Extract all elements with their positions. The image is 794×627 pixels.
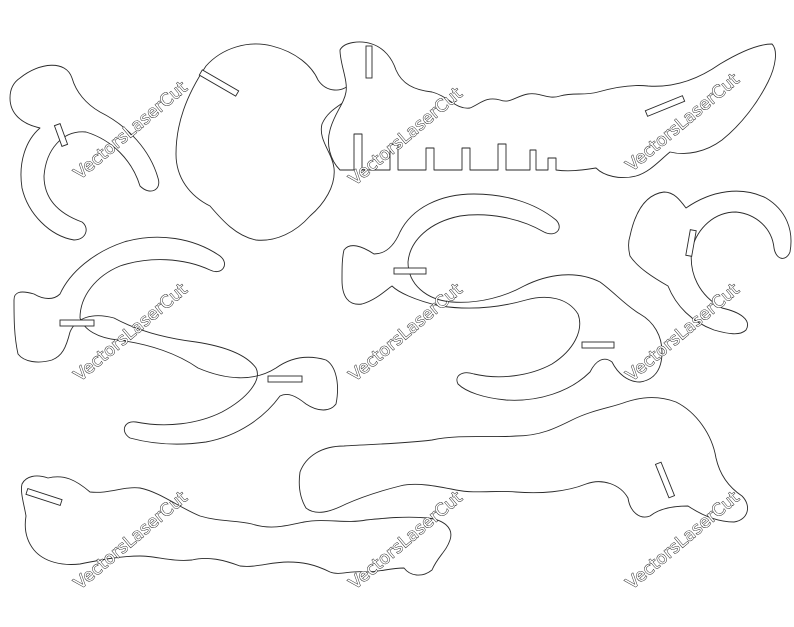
s-ring-part-center	[341, 193, 663, 401]
watermark-text: VectorsLaserCut	[70, 279, 191, 385]
claw-ring-part-top-left	[9, 64, 160, 241]
skull-part-top-center	[175, 43, 353, 241]
limb-bone-part-bottom-right	[298, 397, 749, 523]
tail-strip-part-bottom-left	[21, 475, 452, 576]
spine-strip-part-top-right	[328, 41, 776, 179]
claw-ring-part-middle-right	[628, 190, 792, 335]
s-ring-part-middle-left	[13, 236, 338, 445]
